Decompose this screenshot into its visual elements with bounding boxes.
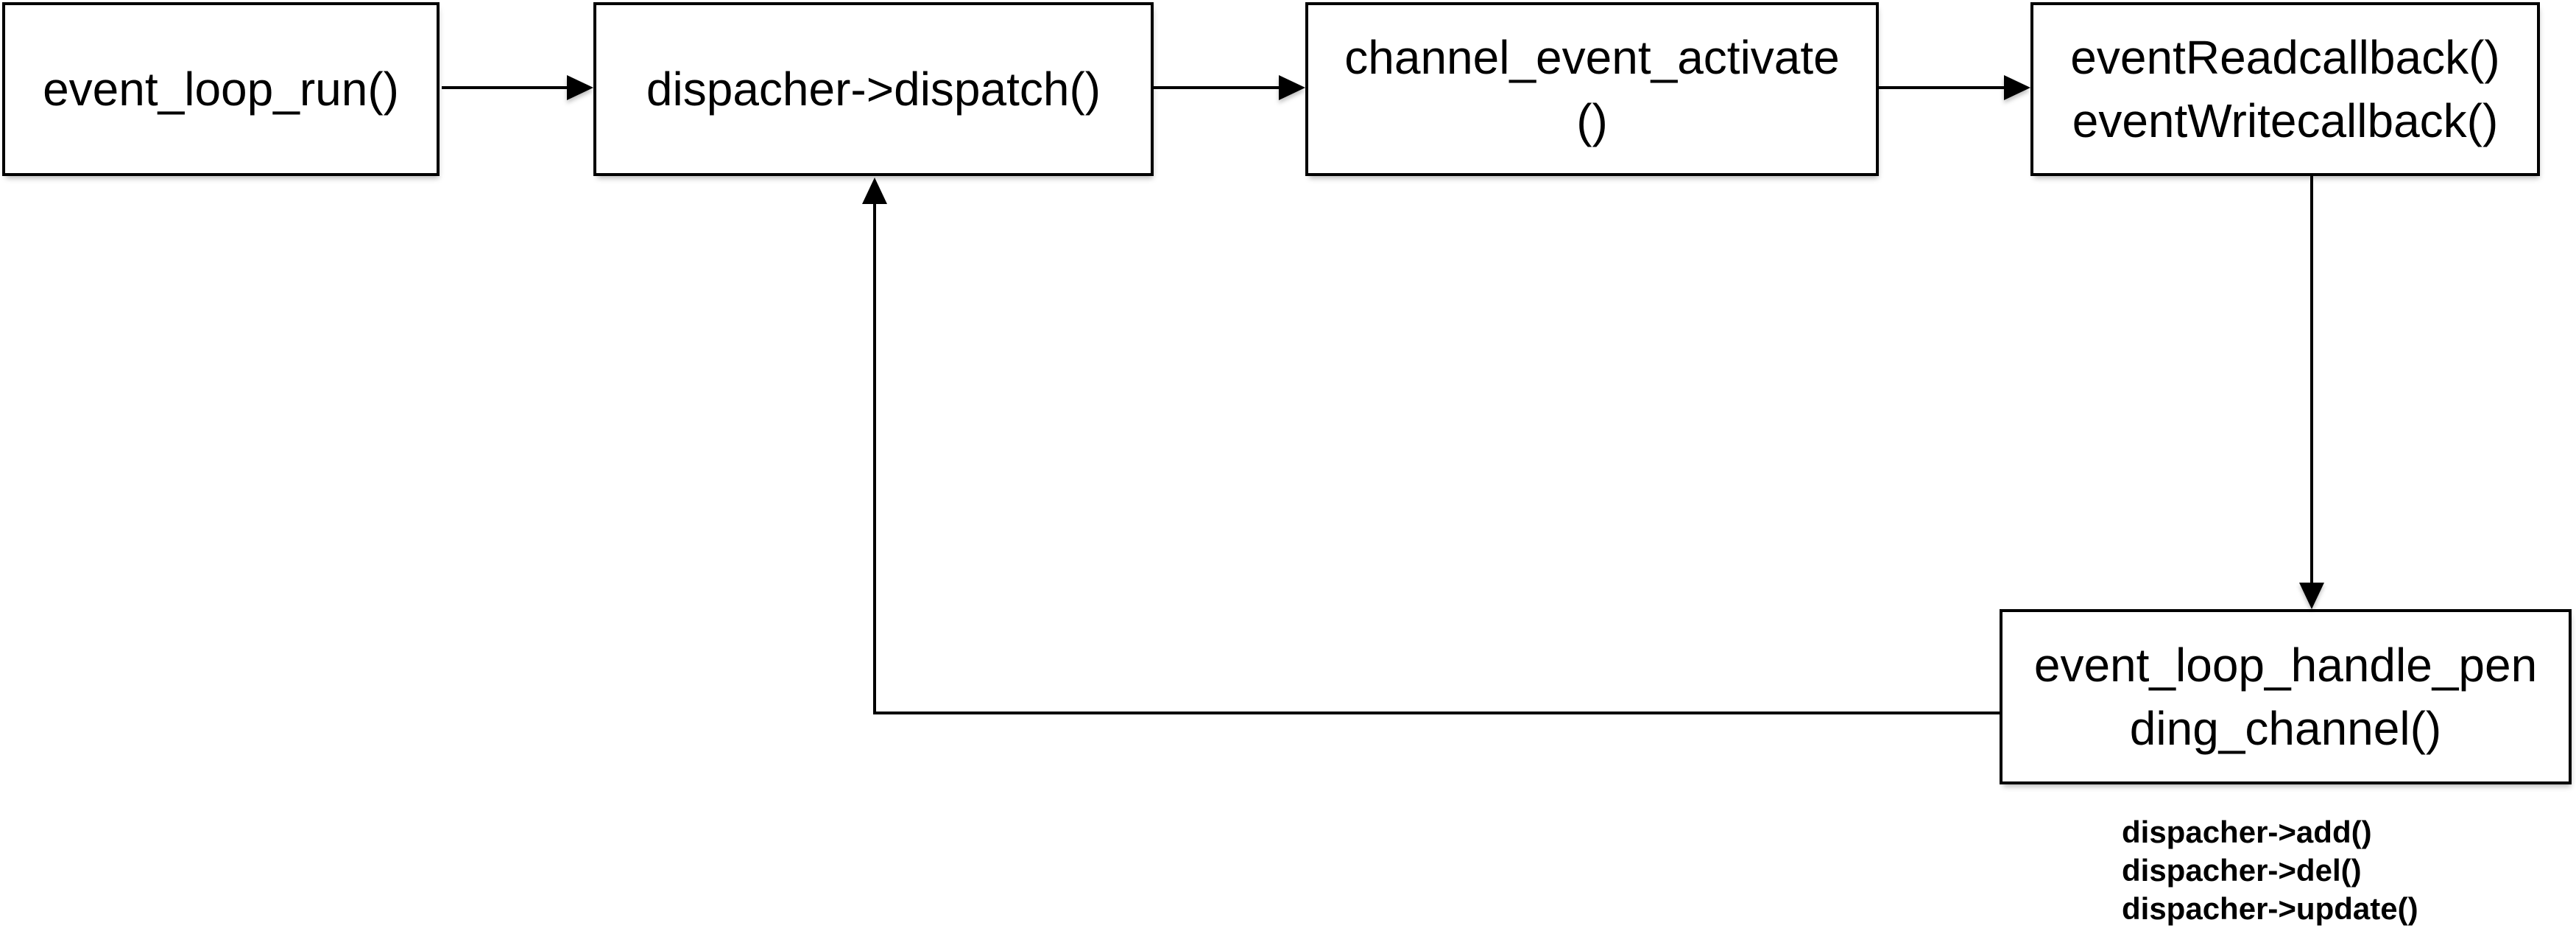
node-dispatcher-dispatch: dispacher->dispatch() [593, 2, 1154, 176]
node-label: eventReadcallback() [2070, 31, 2500, 84]
node-label: event_loop_run() [43, 63, 399, 116]
node-label: event_loop_handle_pen [2033, 639, 2538, 692]
arrowhead-right-icon [1279, 75, 1305, 100]
node-label: dispacher->dispatch() [646, 63, 1101, 116]
arrowhead-down-icon [2299, 583, 2324, 609]
node-label: ding_channel() [2129, 702, 2442, 755]
annotation-line: dispacher->update() [2122, 891, 2418, 926]
node-label: eventWritecallback() [2072, 94, 2499, 147]
arrowhead-right-icon [567, 75, 593, 100]
edge-pending-to-dispatch-vline [873, 203, 876, 714]
node-event-callbacks: eventReadcallback() eventWritecallback() [2030, 2, 2540, 176]
arrowhead-up-icon [862, 178, 887, 204]
edge-dispatch-to-activate-line [1154, 86, 1280, 89]
node-event-loop-run: event_loop_run() [2, 2, 440, 176]
node-label: channel_event_activate [1344, 31, 1840, 84]
edge-pending-to-dispatch-hline [873, 712, 2000, 714]
edge-activate-to-callbacks-line [1879, 86, 2005, 89]
edge-callbacks-to-pending-line [2310, 176, 2313, 586]
annotation-line: dispacher->del() [2122, 853, 2362, 888]
dispatcher-methods-annotation: dispacher->add() dispacher->del() dispac… [2122, 813, 2418, 928]
node-label: () [1576, 94, 1608, 147]
annotation-line: dispacher->add() [2122, 815, 2372, 849]
edge-run-to-dispatch-line [442, 86, 568, 89]
node-channel-event-activate: channel_event_activate () [1305, 2, 1879, 176]
node-handle-pending-channel: event_loop_handle_pen ding_channel() [2000, 609, 2572, 784]
arrowhead-right-icon [2004, 75, 2030, 100]
